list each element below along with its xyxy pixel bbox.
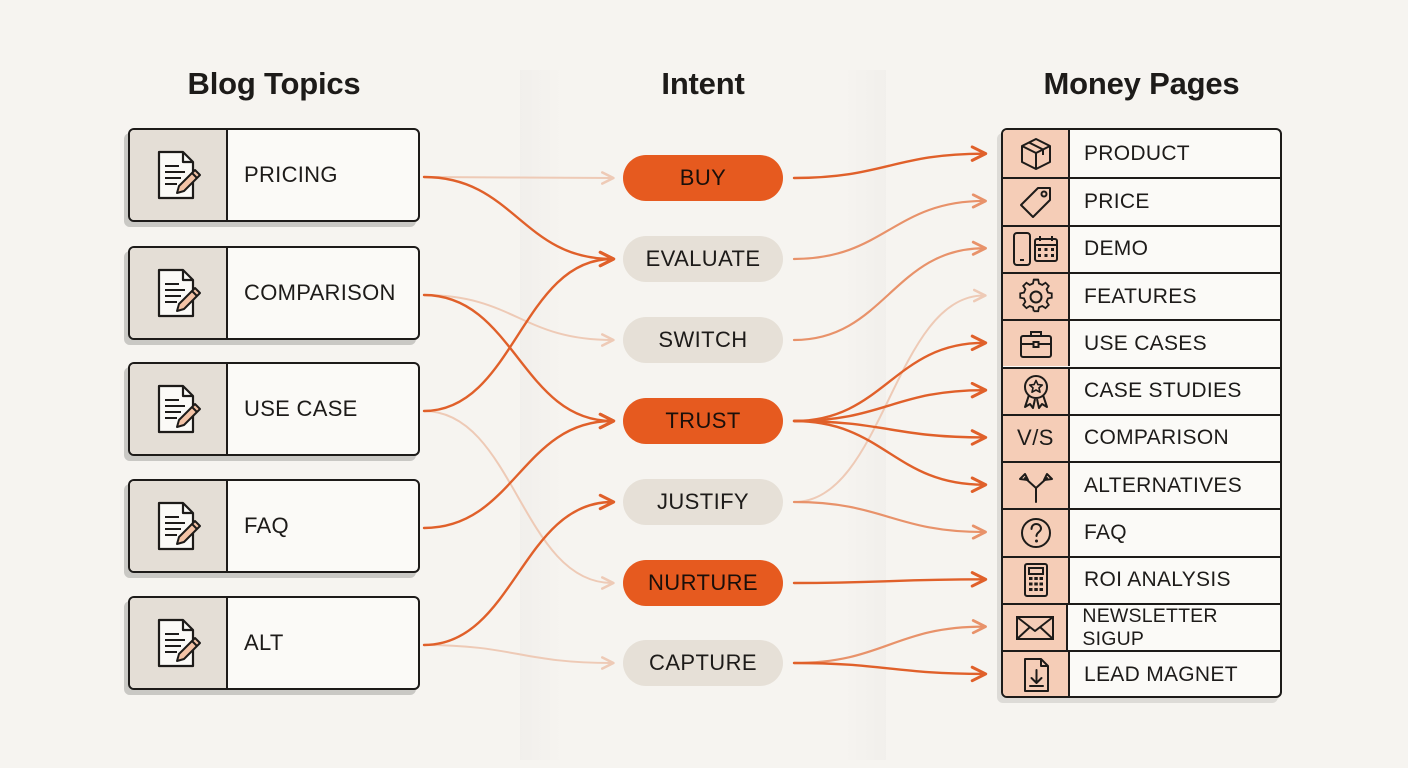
flow-intent-to-money [792,193,987,261]
money-row-features: FEATURES [1003,271,1280,320]
document-edit-icon [130,248,228,338]
price-tag-icon [1003,179,1070,225]
topic-label: PRICING [244,162,338,187]
document-edit-icon [130,481,228,571]
intent-pill-buy: BUY [623,155,783,201]
flow-topic-to-intent [422,175,616,268]
flow-intent-to-money [792,619,987,665]
flow-intent-to-money [792,334,988,423]
flow-intent-to-money [792,571,988,588]
money-page-label: COMPARISON [1084,426,1229,450]
header-intent: Intent [661,66,745,101]
phone-calendar-icon [1003,226,1070,272]
money-page-label: CASE STUDIES [1084,379,1242,403]
briefcase-icon [1003,321,1070,367]
money-pages-table: PRODUCT PRICE DEMO FEATURES USE CASES CA… [1001,128,1282,698]
flow-topic-to-intent [423,294,615,347]
money-row-product: PRODUCT [1003,130,1280,178]
envelope-icon [1003,605,1069,651]
flow-intent-to-money [792,381,988,423]
versus-icon: V/S [1003,415,1070,462]
money-page-label: FAQ [1084,521,1127,545]
money-row-alternatives: ALTERNATIVES [1003,461,1280,509]
money-row-roi-analysis: ROI ANALYSIS [1003,555,1280,603]
flow-topic-to-intent [422,250,616,413]
money-row-case-studies: CASE STUDIES [1003,366,1280,414]
topic-card-use-case: USE CASE [128,362,420,456]
document-edit-icon [130,364,228,454]
money-page-label: ROI ANALYSIS [1084,568,1231,592]
gear-icon [1003,273,1070,320]
flow-topic-to-intent [422,293,616,430]
money-row-newsletter-sigup: NEWSLETTER SIGUP [1003,603,1280,651]
calculator-icon [1003,557,1070,603]
flow-intent-to-money [792,145,988,180]
money-page-label: NEWSLETTER SIGUP [1082,604,1218,650]
money-row-demo: DEMO [1003,224,1280,272]
flow-topic-to-intent [423,171,615,185]
money-row-lead-magnet: LEAD MAGNET [1003,650,1280,696]
topic-label: FAQ [244,513,289,538]
topic-card-pricing: PRICING [128,128,420,222]
document-edit-icon [130,130,228,220]
topic-card-alt: ALT [128,596,420,690]
money-page-label: FEATURES [1084,284,1197,308]
flow-intent-to-money [793,288,987,503]
flow-intent-to-money [792,661,988,683]
flow-topic-to-intent [422,493,616,647]
header-money-pages: Money Pages [1043,66,1240,101]
intent-pill-trust: TRUST [623,398,783,444]
topic-card-faq: FAQ [128,479,420,573]
money-page-label: ALTERNATIVES [1084,473,1243,497]
flow-topic-to-intent [423,644,615,670]
money-row-price: PRICE [1003,177,1280,225]
header-blog-topics: Blog Topics [187,66,361,101]
box-icon [1003,130,1070,178]
intent-pill-capture: CAPTURE [623,640,783,686]
intent-pill-nurture: NURTURE [623,560,783,606]
money-page-label: PRICE [1084,189,1150,213]
intent-pill-evaluate: EVALUATE [623,236,783,282]
money-page-label: USE CASES [1084,331,1207,355]
topic-label: USE CASE [244,396,358,421]
money-page-label: DEMO [1084,237,1149,261]
download-file-icon [1003,652,1070,696]
intent-pill-switch: SWITCH [623,317,783,363]
money-row-faq: FAQ [1003,508,1280,556]
topic-label: COMPARISON [244,280,396,305]
flow-intent-to-money [792,419,988,493]
award-ribbon-icon [1003,368,1070,414]
document-edit-icon [130,598,228,688]
money-page-label: LEAD MAGNET [1084,662,1238,686]
flow-topic-to-intent [422,412,616,530]
question-icon [1003,510,1070,556]
money-page-label: PRODUCT [1084,141,1190,165]
money-row-comparison: V/S COMPARISON [1003,413,1280,462]
flow-intent-to-money [792,419,988,446]
split-arrows-icon [1003,463,1070,509]
money-row-use-cases: USE CASES [1003,319,1280,367]
intent-pill-justify: JUSTIFY [623,479,783,525]
flow-topic-to-intent [423,410,615,590]
topic-label: ALT [244,630,284,655]
flow-intent-to-money [792,500,987,540]
topic-card-comparison: COMPARISON [128,246,420,340]
flow-intent-to-money [792,240,987,342]
